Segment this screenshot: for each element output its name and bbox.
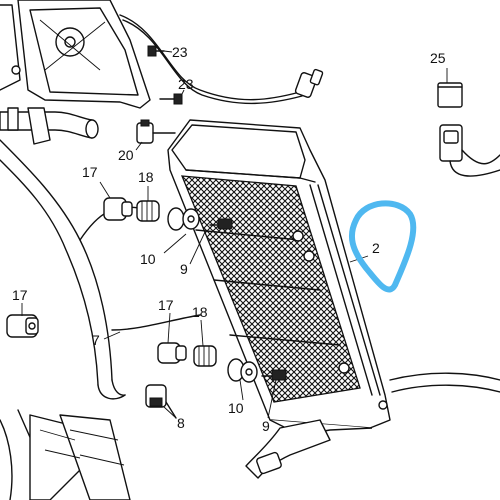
grommet-17-spare [6, 314, 39, 338]
callout-23-upper: 23 [172, 44, 188, 60]
mount-lower [157, 342, 287, 383]
hose-clamp-8 [145, 384, 177, 419]
coolant-hose-upper [0, 107, 99, 145]
callout-9-upper: 9 [180, 261, 188, 277]
callout-7: 7 [92, 332, 100, 348]
callout-10-upper: 10 [140, 251, 156, 267]
fan-wire-harness [119, 14, 324, 105]
callout-17-lower: 17 [158, 297, 174, 313]
callout-18-upper: 18 [138, 169, 154, 185]
leader-lines [21, 50, 448, 419]
side-fairing [0, 409, 131, 500]
mount-upper [103, 197, 233, 231]
callout-18-lower: 18 [192, 304, 208, 320]
radiator [167, 119, 391, 436]
callout-17-spare: 17 [12, 287, 28, 303]
highlight-circle [348, 200, 417, 293]
callout-23-lower: 23 [178, 76, 194, 92]
hose-clamp-20 [136, 119, 176, 144]
screw-23-lower [159, 93, 183, 105]
callout-17-upper: 17 [82, 164, 98, 180]
fan-housing [0, 0, 151, 109]
callout-20: 20 [118, 147, 134, 163]
callout-9-lower: 9 [262, 418, 270, 434]
callout-2: 2 [372, 240, 380, 256]
coolant-hose-lower [245, 372, 500, 479]
callout-8: 8 [177, 415, 185, 431]
callout-10-lower: 10 [228, 400, 244, 416]
callout-25: 25 [430, 50, 446, 66]
relay-connector-25 [437, 82, 500, 177]
callout-labels: 23 23 20 25 17 18 10 9 2 17 17 18 7 10 9… [12, 44, 446, 434]
